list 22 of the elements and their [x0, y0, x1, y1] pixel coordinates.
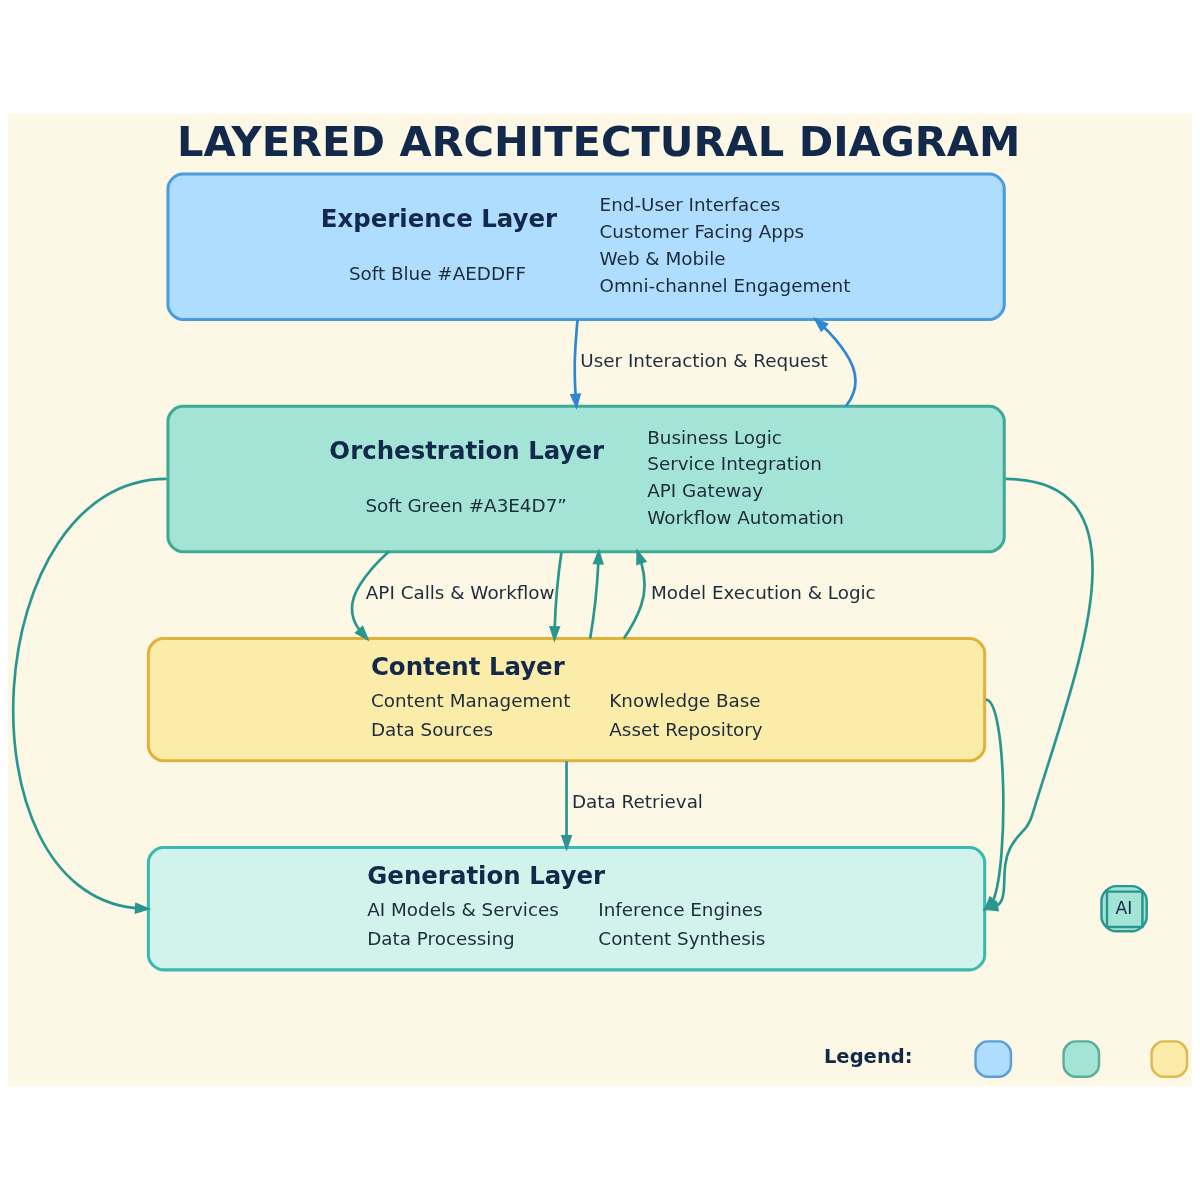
arrow: [812, 317, 857, 407]
arrow: [12, 477, 167, 914]
node-box: Orchestration Layer Soft Green #A3E4D7” Business Logic Service Integration API Gateway Workflow Automation: [166, 404, 1006, 554]
arrow: [588, 548, 604, 639]
edge-label: API Calls & Workflow: [365, 582, 555, 604]
node-box: Experience Layer Soft Blue #AEDDFF End-User Interfaces Customer Facing Apps Web & Mobile Omni-channel Engagement: [166, 172, 1006, 321]
arrow: [350, 550, 390, 642]
node-box: [1062, 1040, 1101, 1079]
node-box: [1150, 1040, 1189, 1079]
arrow: [622, 548, 648, 640]
edge-label: Data Retrieval: [571, 791, 703, 813]
edge-label: User Interaction & Request: [580, 350, 828, 372]
label: AI: [1115, 897, 1133, 918]
label: Legend:: [823, 1044, 913, 1068]
diagram-title: LAYERED ARCHITECTURAL DIAGRAM: [176, 116, 1021, 166]
node-box: [974, 1040, 1013, 1079]
node-box: Content Layer Content Management Knowledge Base Data Sources Asset Repository: [146, 637, 987, 763]
node-box: Generation Layer AI Models & Services Inference Engines Data Processing Content Synthesis: [146, 846, 987, 972]
arrow: [560, 761, 573, 852]
arrow: [549, 552, 563, 643]
arrow: [569, 319, 582, 410]
edge-label: Model Execution & Logic: [651, 582, 876, 604]
